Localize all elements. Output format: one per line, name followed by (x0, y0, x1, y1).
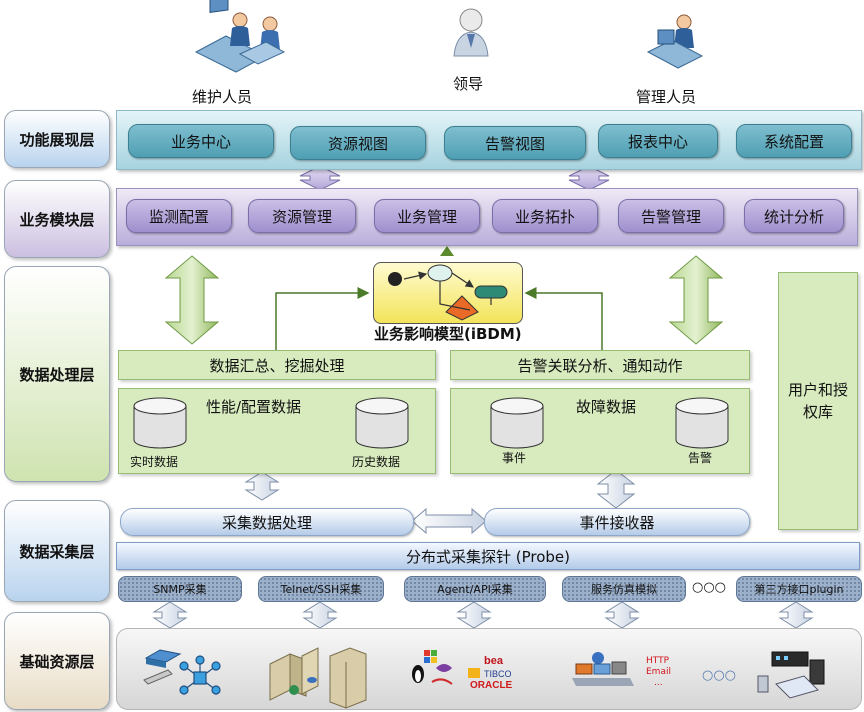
alarm-data-label: 告警 (688, 451, 713, 465)
business-item-monitor-config[interactable]: 监测配置 (126, 199, 232, 233)
collector-third-party-plugin: 第三方接口plugin (736, 576, 862, 602)
os-logos-icon (412, 650, 453, 685)
database-history-icon (355, 397, 409, 449)
presentation-item-report-center[interactable]: 报表中心 (598, 124, 718, 158)
connector-processing-to-ibdm (275, 287, 603, 350)
processing-right-title: 告警关联分析、通知动作 (450, 350, 750, 380)
performance-data-title: 性能/配置数据 (206, 398, 302, 416)
manager-label: 管理人员 (636, 88, 697, 106)
database-realtime-icon (133, 397, 187, 449)
business-item-resource-mgmt[interactable]: 资源管理 (248, 199, 356, 233)
business-item-alarm-mgmt[interactable]: 告警管理 (618, 199, 724, 233)
layer-label-collection: 数据采集层 (4, 500, 110, 602)
event-data-label: 事件 (502, 451, 527, 465)
double-arrow-business-processing-right (668, 255, 724, 345)
third-party-device-icon (757, 651, 825, 699)
http-email-lines: HTTP Email ... (646, 656, 671, 689)
processing-left-title: 数据汇总、挖掘处理 (118, 350, 436, 380)
collector-telnet-ssh: Telnet/SSH采集 (258, 576, 384, 602)
collector-ellipsis: ○○○ (692, 580, 727, 595)
middleware-logos-icon: bea TIBCO ORACLE (468, 655, 513, 691)
collector-agent-api: Agent/API采集 (404, 576, 546, 602)
server-rack-icon (329, 647, 367, 709)
layer-label-processing: 数据处理层 (4, 266, 110, 482)
ibdm-label: 业务影响模型(iBDM) (374, 325, 522, 343)
network-topology-icon (179, 655, 221, 695)
email-label: Email (646, 667, 671, 677)
collector-service-simulation: 服务仿真模拟 (562, 576, 686, 602)
business-item-business-topology[interactable]: 业务拓扑 (492, 199, 598, 233)
collection-data-processing: 采集数据处理 (120, 508, 414, 536)
collector-snmp: SNMP采集 (118, 576, 242, 602)
history-data-label: 历史数据 (352, 455, 401, 469)
ibdm-person-icon (388, 272, 402, 286)
double-arrow-presentation-business-right (568, 165, 610, 191)
presentation-item-resource-view[interactable]: 资源视图 (290, 126, 426, 160)
svg-text:ORACLE: ORACLE (470, 680, 513, 691)
database-alarm-icon (675, 397, 729, 449)
realtime-data-label: 实时数据 (130, 455, 179, 469)
database-event-icon (490, 397, 544, 449)
svg-text:TIBCO: TIBCO (484, 669, 512, 679)
presentation-item-system-config[interactable]: 系统配置 (736, 124, 852, 158)
svg-text:bea: bea (484, 655, 504, 667)
infrastructure-band (116, 628, 862, 710)
fault-data-title: 故障数据 (576, 398, 637, 416)
network-device-icon (143, 649, 182, 685)
double-arrow-processing-collection-left (244, 471, 280, 501)
http-label: HTTP (646, 656, 670, 666)
leader-icon (453, 8, 489, 57)
double-arrow-business-processing-left (164, 255, 220, 345)
presentation-item-alarm-view[interactable]: 告警视图 (444, 126, 586, 160)
maintainer-icon (194, 0, 286, 73)
double-arrows-collectors-infrastructure (152, 601, 814, 629)
business-item-statistics[interactable]: 统计分析 (744, 199, 844, 233)
manager-icon (646, 14, 704, 69)
infrastructure-ellipsis: ○○○ (702, 668, 737, 683)
server-icon (269, 647, 319, 701)
business-band (116, 188, 858, 246)
leader-label: 领导 (453, 75, 484, 93)
distributed-probe: 分布式采集探针 (Probe) (116, 542, 860, 570)
service-simulation-icon (572, 652, 634, 686)
event-receiver: 事件接收器 (484, 508, 750, 536)
business-item-business-mgmt[interactable]: 业务管理 (374, 199, 480, 233)
layer-label-presentation: 功能展现层 (4, 110, 110, 168)
layer-label-business: 业务模块层 (4, 180, 110, 258)
arrow-ibdm-to-business (440, 246, 454, 256)
user-auth-label: 用户和授权库 (787, 381, 848, 421)
presentation-item-business-center[interactable]: 业务中心 (128, 124, 274, 158)
double-arrow-presentation-business-left (299, 165, 341, 191)
layer-label-infrastructure: 基础资源层 (4, 612, 110, 710)
maintainer-label: 维护人员 (192, 88, 253, 106)
user-auth-store: 用户和授权库 (778, 272, 858, 530)
more-protocols-label: ... (654, 678, 663, 688)
